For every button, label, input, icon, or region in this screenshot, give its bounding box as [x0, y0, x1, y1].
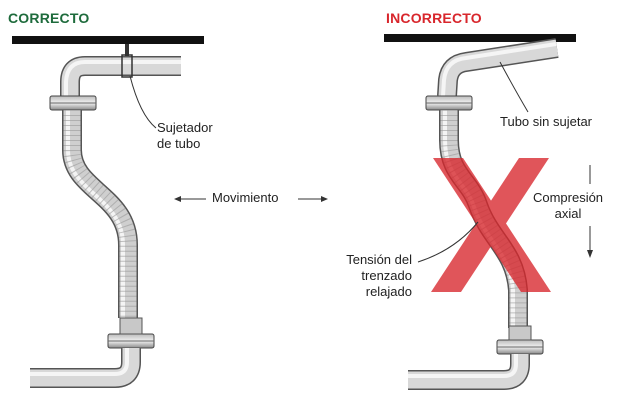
arrow-down-icon [587, 250, 593, 258]
arrow-right-icon [321, 196, 328, 202]
heading-incorrect: INCORRECTO [386, 10, 482, 26]
mounting-bar-incorrect [384, 34, 576, 42]
incorrect-assembly [384, 34, 593, 390]
label-axial-compression: Compresión axial [532, 190, 604, 221]
x-mark-icon [431, 158, 551, 292]
mounting-bar-correct [12, 36, 204, 44]
leader-clamp [129, 75, 157, 129]
leader-unclamped [499, 61, 529, 113]
arrow-left-icon [174, 196, 181, 202]
leader-braid [417, 221, 479, 263]
label-movement: Movimiento [212, 190, 279, 205]
movement-arrows [174, 196, 328, 202]
label-tube-clamp: Sujetador de tubo [157, 120, 213, 151]
heading-correct: CORRECTO [8, 10, 90, 26]
tube-clamp [125, 44, 129, 58]
label-braid-tension: Tensión del trenzado relajado [346, 252, 412, 299]
label-unclamped-tube: Tubo sin sujetar [500, 114, 593, 129]
correct-assembly [12, 36, 204, 388]
